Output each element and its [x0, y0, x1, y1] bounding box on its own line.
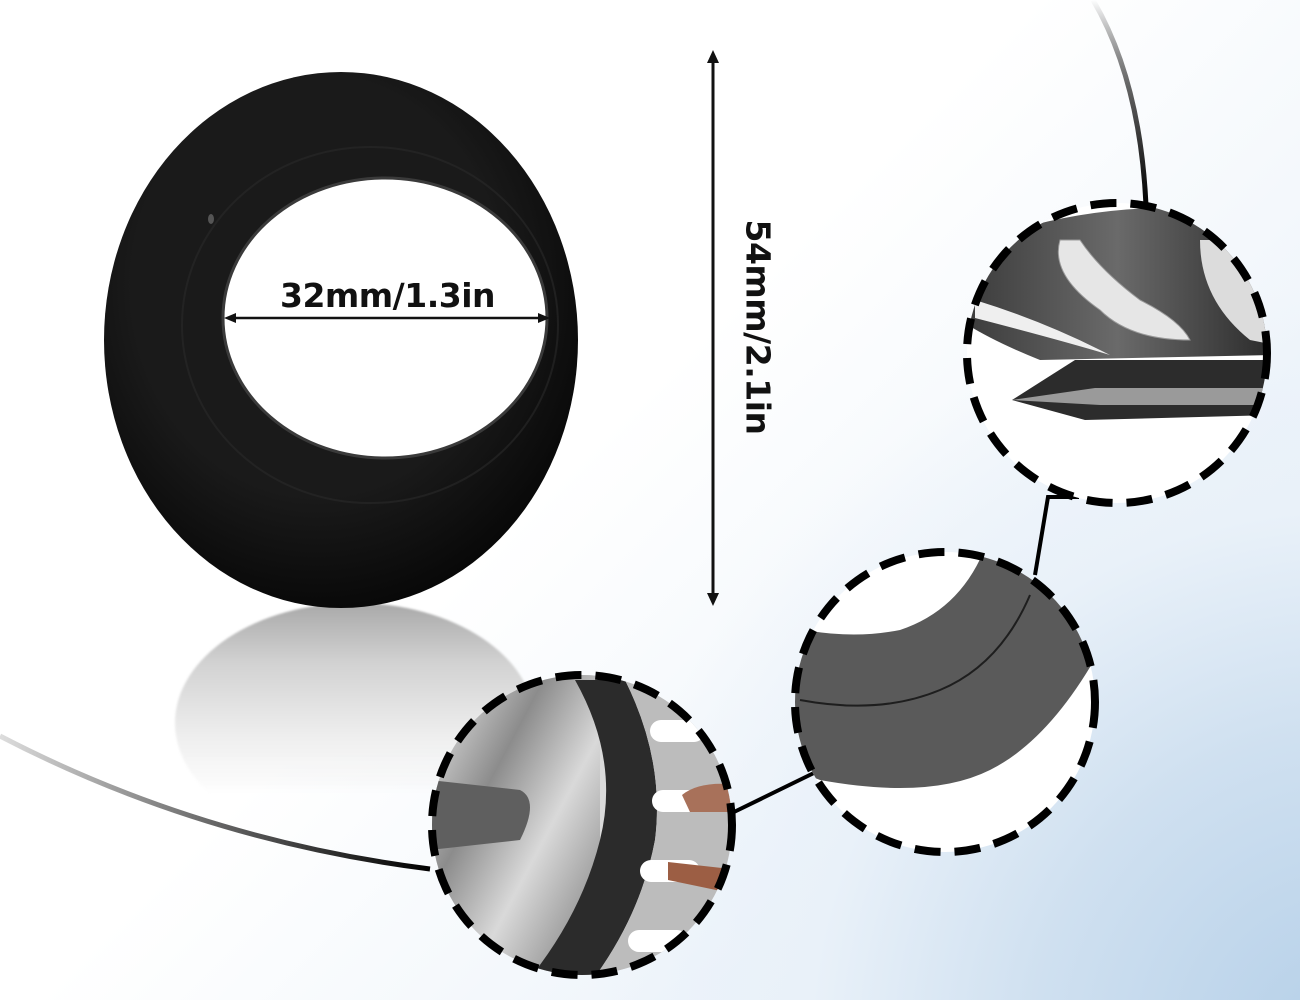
connector-middle-bottom: [728, 768, 821, 815]
callout-circle-top: [963, 199, 1271, 507]
decorative-arc-left: [0, 733, 431, 872]
rubber-ring-photo: [104, 72, 578, 608]
decorative-arc-top: [1090, 0, 1149, 206]
callout-circle-bottom: [428, 671, 736, 979]
outer-diameter-label: 54mm/2.1in: [738, 219, 778, 435]
connector-top-middle: [1033, 495, 1079, 576]
callout-circle-middle: [791, 548, 1099, 856]
inner-diameter-label: 32mm/1.3in: [279, 276, 496, 315]
inner-diameter-arrow: [224, 313, 550, 323]
outer-diameter-arrow: [707, 50, 719, 606]
